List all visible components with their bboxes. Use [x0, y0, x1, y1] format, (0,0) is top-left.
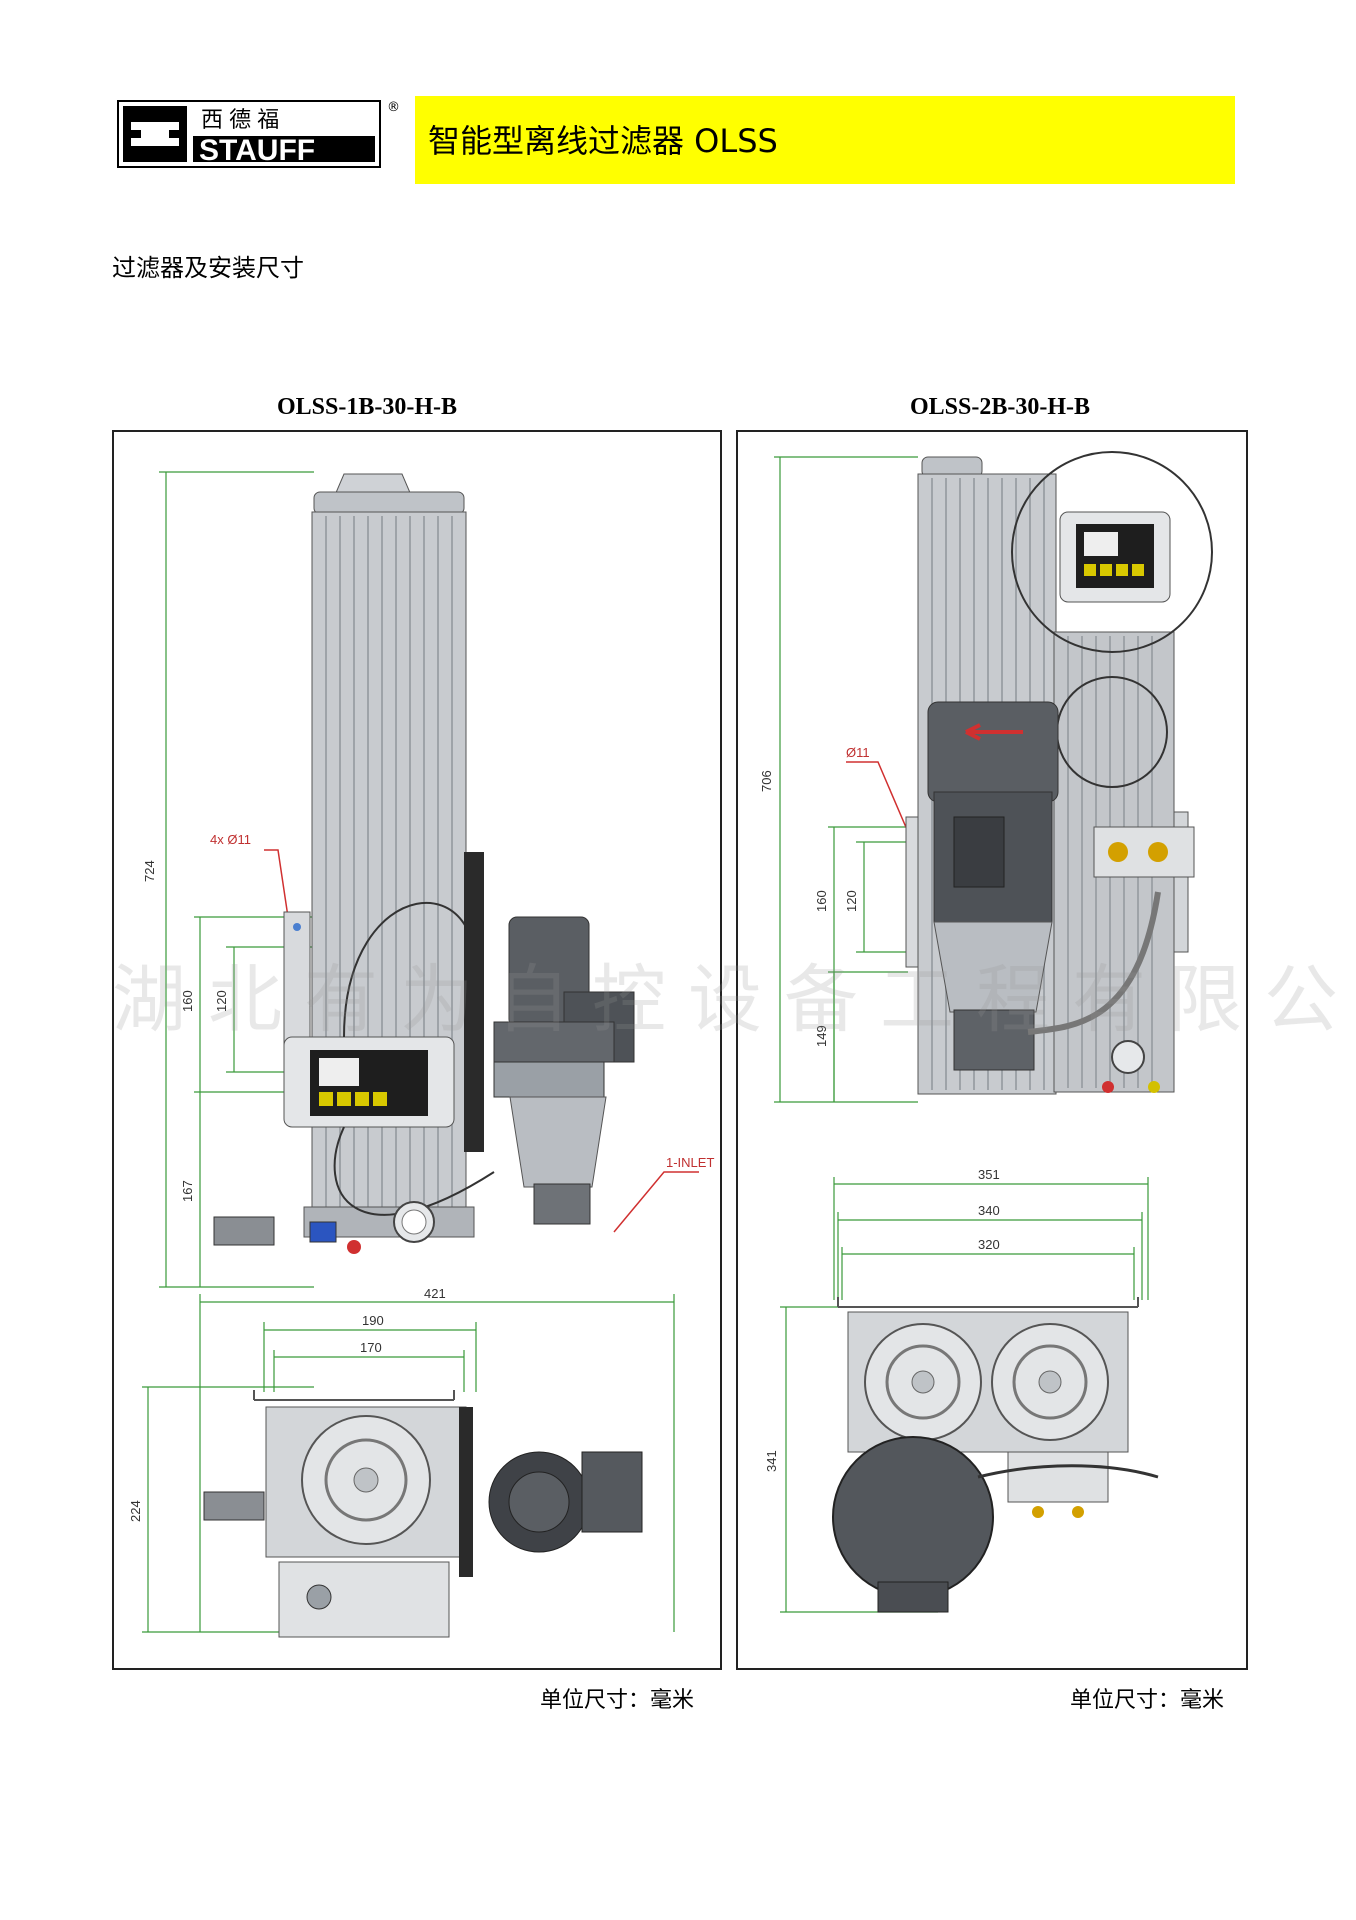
hole-label: 4x Ø11 — [210, 832, 251, 847]
dim-120-label: 120 — [844, 890, 859, 912]
dim-224-label: 224 — [128, 1500, 143, 1522]
dim-160-label: 160 — [814, 890, 829, 912]
stauff-logo-mark: 西 德 福 STAUFF — [117, 100, 381, 168]
model-1-top-view — [203, 1390, 643, 1638]
dim-320-label: 320 — [978, 1237, 1000, 1252]
model-2-front-view — [905, 451, 1213, 1095]
hole-leader-line — [846, 761, 909, 833]
stauff-logo: 西 德 福 STAUFF ® — [117, 100, 400, 170]
model-1-front-view — [213, 473, 635, 1254]
model-1-drawing-panel: 724 160 120 167 421 190 170 224 4x Ø11 1… — [112, 430, 722, 1670]
logo-en-text: STAUFF — [199, 134, 315, 167]
dim-height-label: 706 — [759, 770, 774, 792]
title-banner — [415, 96, 1235, 184]
model-2-unit-note: 单位尺寸：毫米 — [1070, 1688, 1225, 1713]
dim-341-label: 341 — [764, 1450, 779, 1472]
dim-351-label: 351 — [978, 1167, 1000, 1182]
dim-167-label: 167 — [180, 1180, 195, 1202]
hole-leader-line — [264, 849, 289, 918]
model-1-title: OLSS-1B-30-H-B — [276, 394, 458, 420]
dim-height-label: 724 — [142, 860, 157, 882]
page-title: 智能型离线过滤器 OLSS — [428, 122, 778, 160]
model-2-drawing-panel: 706 160 120 149 351 340 320 341 Ø11 — [736, 430, 1248, 1670]
inlet-leader-line — [613, 1171, 699, 1233]
hole-label: Ø11 — [846, 745, 870, 760]
model-1-unit-note: 单位尺寸：毫米 — [540, 1688, 695, 1713]
model-2-top-view — [832, 1297, 1159, 1613]
dim-120-label: 120 — [214, 990, 229, 1012]
section-title: 过滤器及安装尺寸 — [112, 254, 304, 282]
model-1-dimension-lines — [142, 471, 675, 1633]
dim-170-label: 170 — [360, 1340, 382, 1355]
model-1-drawing: 724 160 120 167 421 190 170 224 4x Ø11 1… — [128, 471, 714, 1638]
registered-mark: ® — [387, 100, 400, 115]
logo-cn-text: 西 德 福 — [201, 107, 279, 132]
dim-160-label: 160 — [180, 990, 195, 1012]
dim-340-label: 340 — [978, 1203, 1000, 1218]
dim-149-label: 149 — [814, 1025, 829, 1047]
model-2-drawing: 706 160 120 149 351 340 320 341 Ø11 — [759, 451, 1213, 1613]
model-2-title: OLSS-2B-30-H-B — [909, 394, 1091, 420]
dim-190-label: 190 — [362, 1313, 384, 1328]
dim-width-label: 421 — [424, 1286, 446, 1301]
inlet-label: 1-INLET — [666, 1155, 714, 1170]
